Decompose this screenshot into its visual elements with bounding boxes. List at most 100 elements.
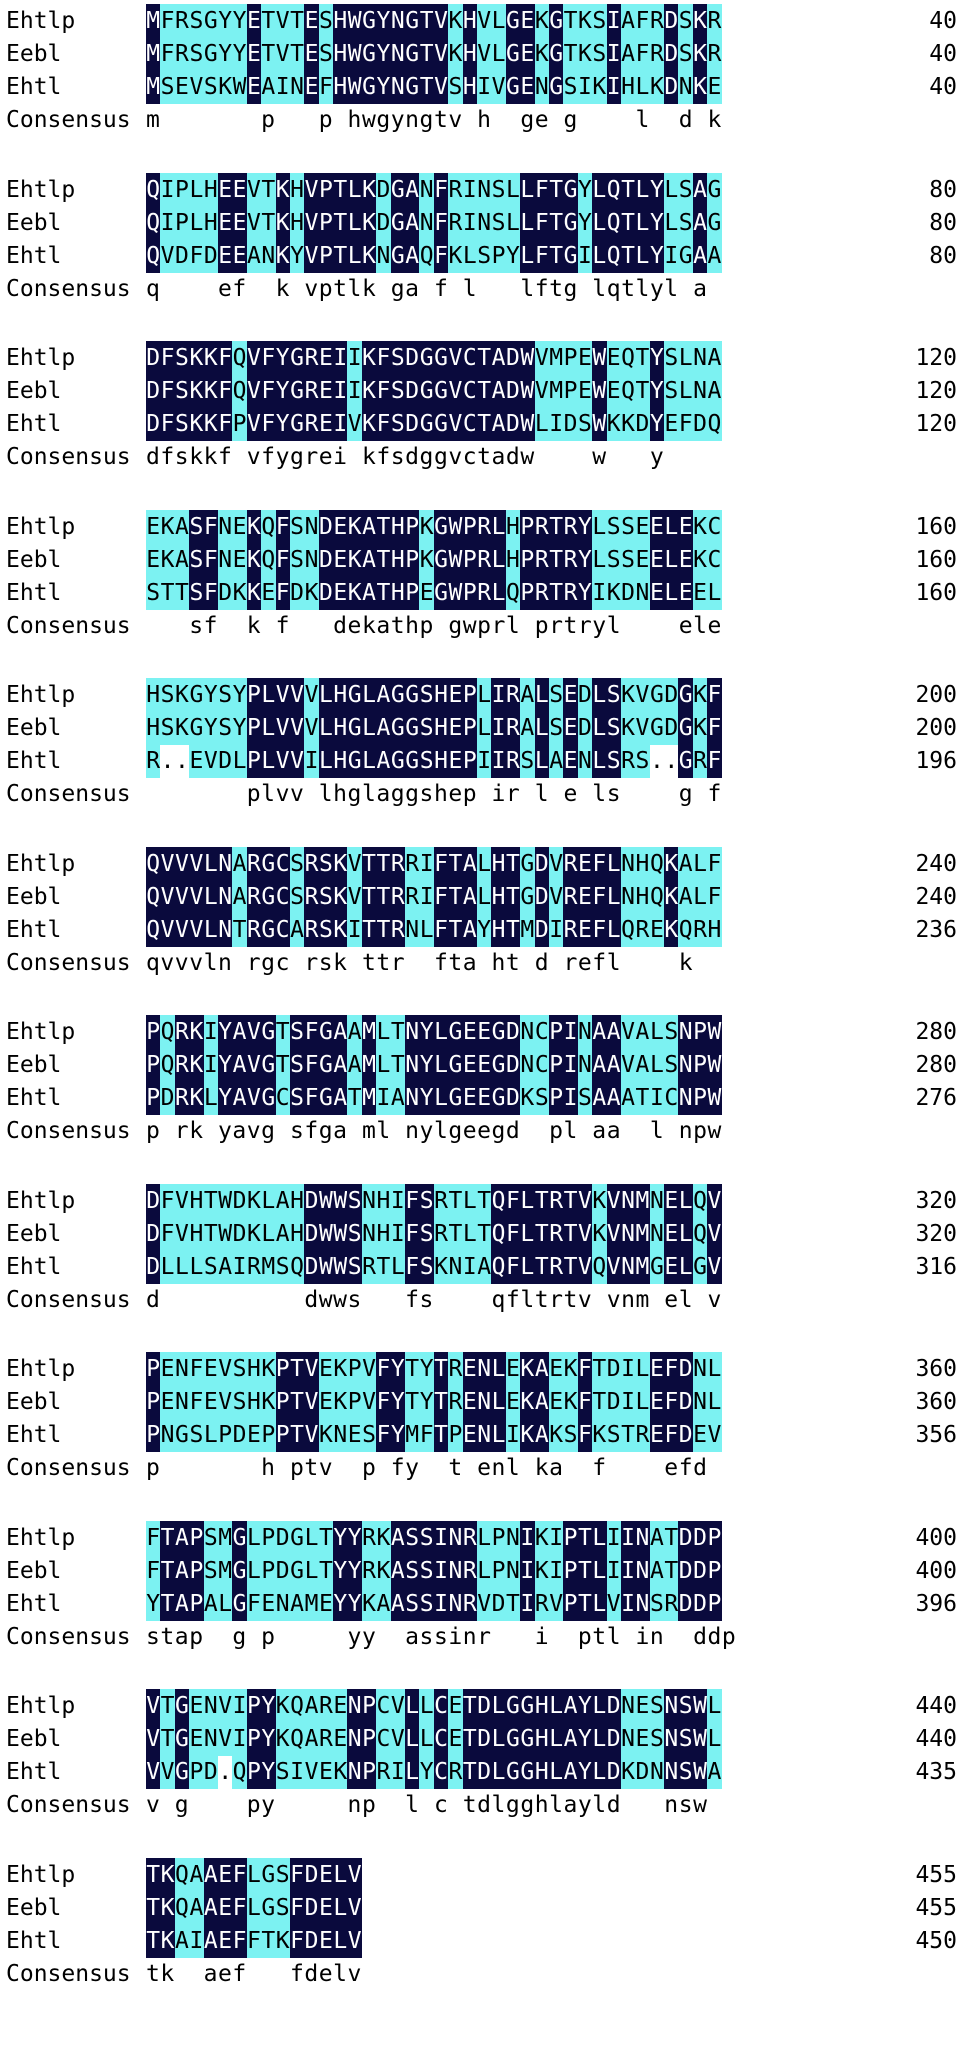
residue: K bbox=[563, 1352, 578, 1386]
residue: S bbox=[361, 1418, 377, 1452]
residue: Y bbox=[577, 509, 593, 544]
residue: V bbox=[217, 1722, 233, 1756]
residue: E bbox=[189, 1722, 204, 1756]
residue: T bbox=[635, 1081, 650, 1115]
residue: L bbox=[664, 205, 679, 240]
residue: Y bbox=[333, 1553, 348, 1588]
sequence-residues: PENFEVSHKPTVEKPVFYTYTRENLEKAEKFTDILEFDNL bbox=[146, 1352, 722, 1386]
residue: N bbox=[405, 1048, 420, 1082]
residue: E bbox=[333, 1689, 348, 1723]
residue: S bbox=[678, 1722, 693, 1756]
residue: G bbox=[289, 1520, 305, 1555]
residue: E bbox=[232, 172, 247, 207]
residue: W bbox=[592, 407, 607, 441]
sequence-name: Ehtl bbox=[6, 748, 62, 774]
residue: P bbox=[405, 542, 420, 577]
residue: G bbox=[318, 1015, 334, 1049]
residue: Q bbox=[707, 407, 722, 441]
residue: K bbox=[448, 238, 463, 273]
residue: A bbox=[692, 172, 708, 207]
residue: V bbox=[707, 1183, 722, 1218]
residue: A bbox=[203, 1586, 218, 1621]
residue: S bbox=[203, 70, 218, 104]
residue: S bbox=[592, 37, 607, 71]
residue: P bbox=[548, 1015, 564, 1049]
residue: K bbox=[333, 846, 348, 881]
residue: A bbox=[390, 1586, 406, 1621]
residue: A bbox=[707, 238, 722, 273]
residue: E bbox=[563, 678, 578, 712]
residue: I bbox=[347, 341, 362, 375]
residue: F bbox=[189, 1385, 204, 1419]
residue: W bbox=[692, 1722, 708, 1756]
residue: F bbox=[505, 1216, 521, 1251]
residue: V bbox=[476, 4, 492, 38]
residue: W bbox=[692, 1689, 708, 1723]
residue: T bbox=[548, 205, 564, 240]
residue: D bbox=[203, 238, 218, 273]
residue: E bbox=[304, 37, 319, 71]
residue: A bbox=[462, 846, 477, 881]
residue: I bbox=[520, 1520, 535, 1555]
residue: S bbox=[419, 1553, 434, 1588]
residue: K bbox=[275, 1722, 290, 1756]
residue: S bbox=[318, 879, 334, 914]
residue: I bbox=[491, 744, 506, 778]
residue: K bbox=[534, 37, 549, 71]
residue: T bbox=[318, 1520, 334, 1555]
position-number: 236 bbox=[915, 916, 957, 943]
residue: E bbox=[707, 70, 722, 104]
residue: K bbox=[520, 1352, 535, 1386]
residue: E bbox=[520, 70, 535, 104]
residue: K bbox=[347, 542, 362, 577]
residue: I bbox=[476, 744, 492, 778]
sequence-residues: MSEVSKWEAINEFHWGYNGTVSHIVGENGSIKIHLKDNKE bbox=[146, 70, 722, 104]
residue: K bbox=[620, 407, 636, 441]
residue: D bbox=[491, 1586, 506, 1621]
residue: F bbox=[304, 1048, 319, 1082]
residue: Y bbox=[419, 1081, 434, 1115]
consensus-sequence: stap g p yy assinr i ptl in ddp bbox=[146, 1623, 737, 1650]
residue: E bbox=[476, 1081, 492, 1115]
residue: E bbox=[246, 37, 262, 71]
residue: N bbox=[678, 1081, 693, 1115]
position-number: 455 bbox=[915, 1861, 957, 1888]
residue: E bbox=[261, 1586, 276, 1621]
residue: G bbox=[678, 238, 693, 273]
residue: T bbox=[333, 205, 348, 240]
residue: P bbox=[462, 744, 477, 778]
residue: P bbox=[246, 711, 262, 745]
residue: P bbox=[361, 1722, 377, 1756]
residue: W bbox=[520, 374, 535, 408]
residue: E bbox=[649, 1385, 665, 1419]
residue: L bbox=[520, 172, 535, 207]
residue: S bbox=[419, 1520, 434, 1555]
residue: I bbox=[275, 70, 290, 104]
residue: K bbox=[333, 1385, 348, 1419]
residue: Y bbox=[577, 1722, 593, 1756]
residue: H bbox=[433, 711, 449, 745]
residue: P bbox=[146, 1015, 161, 1049]
residue: I bbox=[548, 912, 564, 947]
residue: . bbox=[664, 748, 679, 774]
residue: L bbox=[548, 1689, 564, 1723]
residue: Y bbox=[347, 1553, 362, 1588]
residue: Y bbox=[275, 341, 290, 375]
consensus-label: Consensus bbox=[6, 275, 131, 302]
residue: P bbox=[520, 575, 535, 610]
residue: T bbox=[577, 1553, 593, 1588]
position-number: 400 bbox=[915, 1524, 957, 1551]
residue: H bbox=[462, 70, 477, 104]
consensus-label: Consensus bbox=[6, 1960, 131, 1987]
residue: E bbox=[146, 509, 161, 544]
sequence-name: Eebl bbox=[6, 546, 62, 573]
residue: T bbox=[563, 4, 578, 38]
residue: V bbox=[146, 1722, 161, 1756]
sequence-residues: DFSKKFQVFYGREIIKFSDGGVCTADWVMPEWEQTYSLNA bbox=[146, 374, 722, 408]
residue: W bbox=[448, 542, 463, 577]
